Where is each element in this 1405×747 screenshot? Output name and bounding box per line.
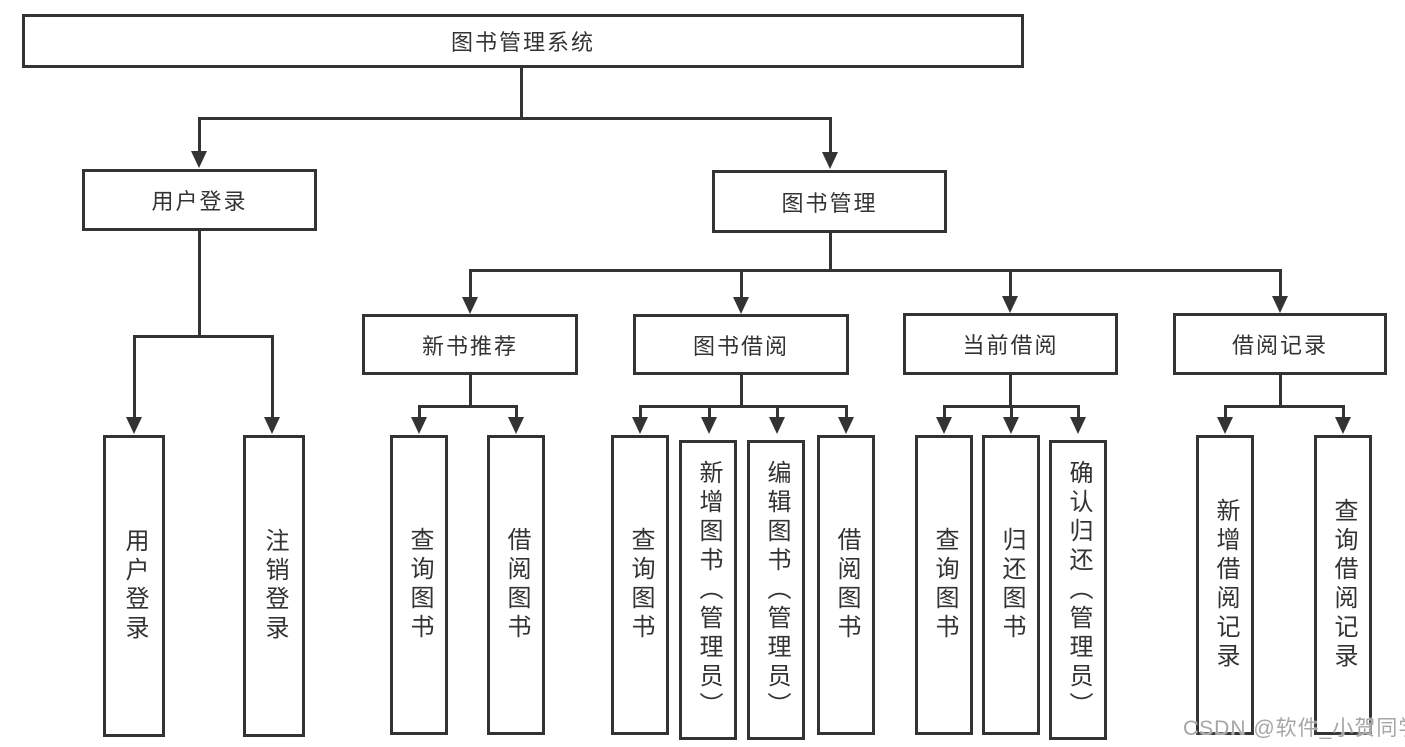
connector-line: [829, 117, 832, 152]
connector-line: [198, 117, 201, 151]
leaf-newbook-query-books: 查询图书: [390, 435, 448, 735]
leaf-query-borrow-record-label: 查询借阅记录: [1330, 498, 1357, 672]
node-new-book-recommend-label: 新书推荐: [421, 333, 518, 359]
arrowhead-down-icon: [411, 417, 427, 434]
connector-line: [198, 231, 201, 338]
arrowhead-down-icon: [1217, 417, 1233, 434]
connector-line: [776, 405, 779, 418]
connector-line: [515, 405, 518, 418]
leaf-edit-books-admin: 编辑图书（管理员）: [747, 440, 805, 740]
leaf-add-borrow-record-label: 新增借阅记录: [1212, 498, 1239, 672]
leaf-borrow-query-books: 查询图书: [611, 435, 669, 735]
arrowhead-down-icon: [733, 297, 749, 314]
connector-line: [639, 405, 642, 418]
node-new-book-recommend: 新书推荐: [362, 314, 578, 375]
arrowhead-down-icon: [701, 417, 717, 434]
connector-line: [469, 269, 472, 299]
leaf-add-books-admin-label: 新增图书（管理员）: [695, 459, 722, 721]
connector-line: [1077, 405, 1080, 418]
leaf-logout-label: 注销登录: [261, 528, 288, 644]
leaf-user-login-label: 用户登录: [121, 528, 148, 644]
connector-line: [740, 375, 743, 408]
leaf-confirm-return-admin: 确认归还（管理员）: [1049, 440, 1107, 740]
leaf-current-query-books-label: 查询图书: [931, 527, 958, 643]
arrowhead-down-icon: [936, 417, 952, 434]
leaf-edit-books-admin-label: 编辑图书（管理员）: [763, 459, 790, 721]
leaf-add-books-admin: 新增图书（管理员）: [679, 440, 737, 740]
node-book-borrowing-label: 图书借阅: [692, 333, 789, 359]
connector-line: [1279, 375, 1282, 408]
arrowhead-down-icon: [508, 417, 524, 434]
arrowhead-down-icon: [1002, 296, 1018, 313]
node-current-borrowing: 当前借阅: [903, 313, 1118, 375]
node-book-management-label: 图书管理: [781, 190, 878, 216]
leaf-borrow-borrow-books-label: 借阅图书: [833, 527, 860, 643]
arrowhead-down-icon: [822, 152, 838, 169]
connector-line: [1009, 375, 1012, 408]
leaf-borrow-query-books-label: 查询图书: [627, 527, 654, 643]
arrowhead-down-icon: [462, 297, 478, 314]
node-user-login: 用户登录: [82, 169, 317, 231]
node-user-login-label: 用户登录: [151, 189, 248, 214]
connector-line: [1342, 405, 1345, 418]
connector-line: [418, 405, 421, 418]
connector-line: [133, 335, 274, 338]
arrowhead-down-icon: [126, 417, 142, 434]
leaf-add-borrow-record: 新增借阅记录: [1196, 435, 1254, 735]
arrowhead-down-icon: [1003, 417, 1019, 434]
arrowhead-down-icon: [769, 417, 785, 434]
leaf-confirm-return-admin-label: 确认归还（管理员）: [1065, 459, 1092, 721]
leaf-user-login: 用户登录: [103, 435, 165, 737]
leaf-logout: 注销登录: [243, 435, 305, 737]
node-library-system-label: 图书管理系统: [450, 30, 595, 55]
arrowhead-down-icon: [1272, 296, 1288, 313]
arrowhead-down-icon: [1070, 417, 1086, 434]
connector-line: [740, 269, 743, 299]
connector-line: [520, 68, 523, 119]
arrowhead-down-icon: [632, 417, 648, 434]
connector-line: [1224, 405, 1345, 408]
node-borrow-records-label: 借阅记录: [1231, 333, 1328, 358]
connector-line: [418, 405, 518, 408]
arrowhead-down-icon: [1335, 417, 1351, 434]
leaf-borrow-borrow-books: 借阅图书: [817, 435, 875, 735]
connector-line: [943, 405, 946, 418]
connector-line: [133, 335, 136, 417]
arrowhead-down-icon: [838, 417, 854, 434]
node-borrow-records: 借阅记录: [1173, 313, 1387, 375]
node-book-borrowing: 图书借阅: [633, 314, 849, 375]
node-current-borrowing-label: 当前借阅: [962, 333, 1059, 358]
leaf-newbook-borrow-books: 借阅图书: [487, 435, 545, 735]
leaf-return-books-label: 归还图书: [998, 527, 1025, 643]
arrowhead-down-icon: [264, 417, 280, 434]
connector-line: [639, 405, 848, 408]
leaf-newbook-borrow-books-label: 借阅图书: [503, 527, 530, 643]
leaf-current-query-books: 查询图书: [915, 435, 973, 735]
leaf-newbook-query-books-label: 查询图书: [406, 527, 433, 643]
csdn-watermark: CSDN @软件_小贺同学: [1183, 717, 1405, 740]
connector-line: [1009, 269, 1012, 298]
connector-line: [1279, 269, 1282, 298]
leaf-return-books: 归还图书: [982, 435, 1040, 735]
node-book-management: 图书管理: [712, 170, 947, 233]
connector-line: [271, 335, 274, 417]
connector-line: [469, 375, 472, 408]
connector-line: [198, 117, 832, 120]
node-library-system: 图书管理系统: [22, 14, 1024, 68]
connector-line: [1224, 405, 1227, 418]
connector-line: [829, 233, 832, 272]
connector-line: [469, 269, 1282, 272]
connector-line: [1010, 405, 1013, 418]
connector-line: [845, 405, 848, 418]
leaf-query-borrow-record: 查询借阅记录: [1314, 435, 1372, 735]
connector-line: [708, 405, 711, 418]
arrowhead-down-icon: [191, 151, 207, 168]
